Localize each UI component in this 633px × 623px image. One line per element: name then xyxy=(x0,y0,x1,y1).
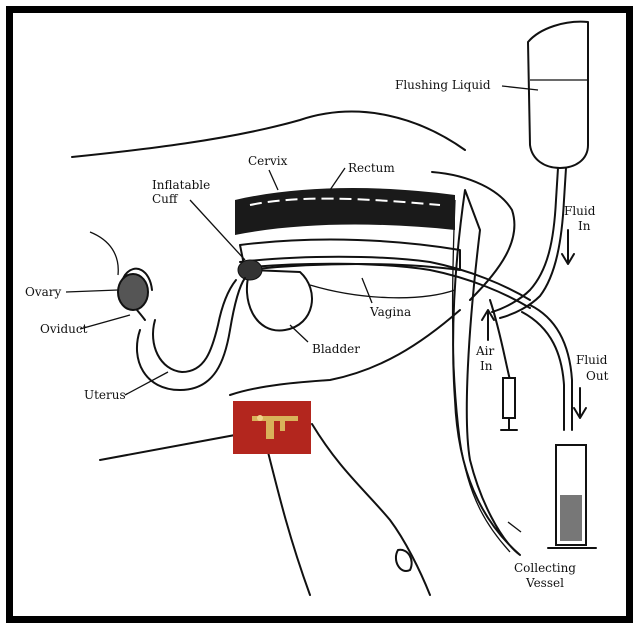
label-fluid-in-2: In xyxy=(578,219,591,233)
label-fluid-out-1: Fluid xyxy=(576,353,608,367)
rectum-shape xyxy=(235,188,455,235)
ovary xyxy=(118,274,148,310)
fluid-out-tube xyxy=(530,305,572,430)
label-flushing-liquid: Flushing Liquid xyxy=(395,78,491,92)
label-cervix: Cervix xyxy=(248,154,288,168)
label-inflatable-1: Inflatable xyxy=(152,178,210,192)
label-rectum: Rectum xyxy=(348,161,395,175)
label-vagina: Vagina xyxy=(369,305,411,319)
label-inflatable-2: Cuff xyxy=(152,192,179,206)
fluid-out-arrow xyxy=(574,388,586,418)
label-fluid-in-1: Fluid xyxy=(564,204,596,218)
fluid-in-arrow xyxy=(562,230,574,264)
label-collecting-2: Vessel xyxy=(525,576,564,590)
label-fluid-out-2: Out xyxy=(586,369,609,383)
hind-leg-outline xyxy=(312,424,430,595)
cow-back-outline xyxy=(72,112,465,157)
label-air-in-2: In xyxy=(480,359,493,373)
label-collecting-1: Collecting xyxy=(514,561,576,575)
label-air-in-1: Air xyxy=(475,344,495,358)
flushing-liquid-bag xyxy=(528,22,588,168)
catheter xyxy=(240,257,530,300)
bladder-shape xyxy=(247,270,312,330)
inflatable-cuff xyxy=(238,260,262,280)
air-syringe xyxy=(503,378,515,418)
label-uterus: Uterus xyxy=(84,388,126,402)
inset-photo xyxy=(233,401,311,454)
air-in-line xyxy=(490,300,510,380)
label-bladder: Bladder xyxy=(312,342,360,356)
label-ovary: Ovary xyxy=(25,285,62,299)
label-oviduct: Oviduct xyxy=(40,322,88,336)
air-in-arrow xyxy=(482,310,494,340)
